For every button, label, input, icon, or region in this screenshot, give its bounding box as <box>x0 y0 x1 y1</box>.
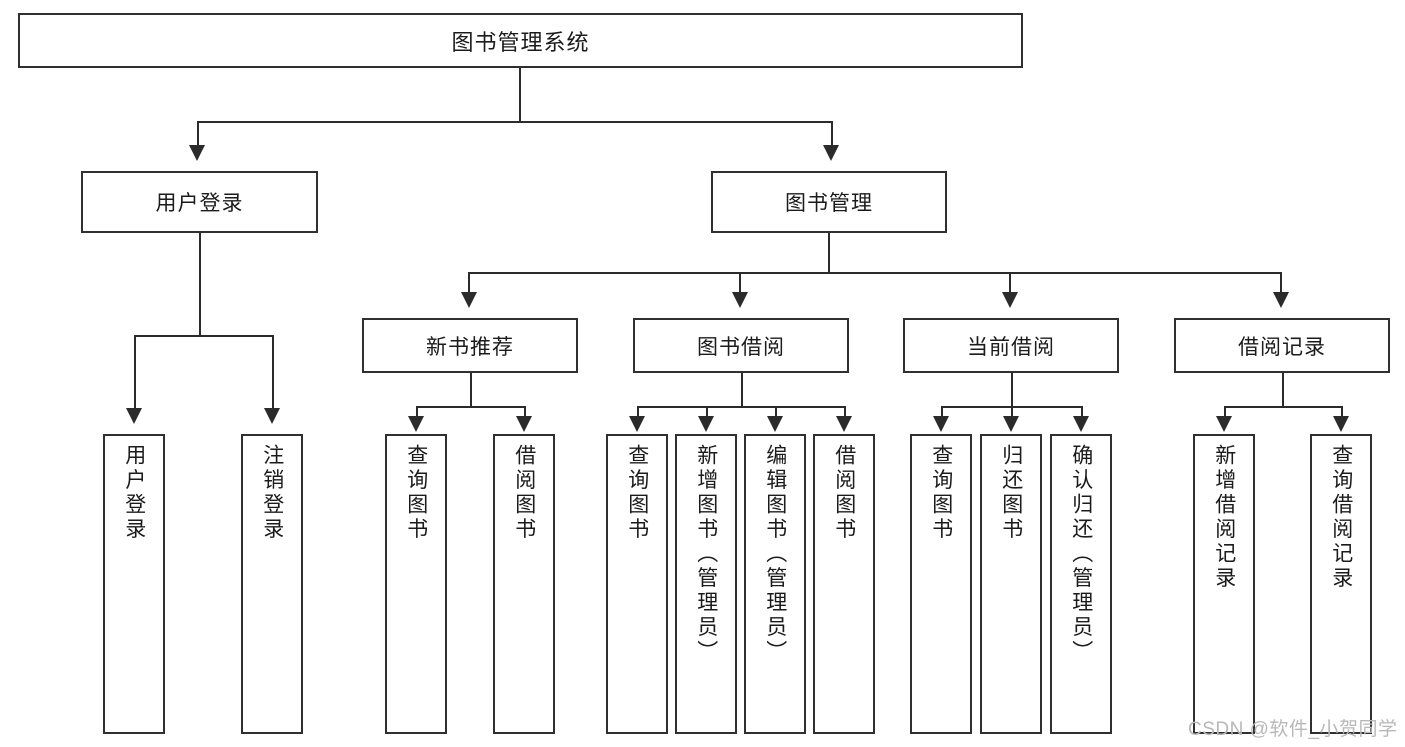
node-root-library-system[interactable]: 图书管理系统 <box>18 13 1023 68</box>
connector-book-borrow-drop-2 <box>706 406 708 418</box>
leaf-logout[interactable]: 注销登录 <box>241 434 303 734</box>
leaf-label: 用户登录 <box>122 444 146 542</box>
leaf-query-book-borrow[interactable]: 查询图书 <box>606 434 668 734</box>
connector-level2-left-drop <box>197 121 199 147</box>
leaf-label: 借阅图书 <box>832 444 856 542</box>
connector-new-book-bus-right <box>524 406 526 418</box>
node-borrow-records[interactable]: 借阅记录 <box>1174 318 1390 373</box>
connector-level3-drop-3 <box>1009 272 1011 294</box>
connector-book-management-stem <box>828 233 830 272</box>
connector-user-login-bus-right <box>272 335 274 410</box>
leaf-label: 注销登录 <box>260 444 284 542</box>
connector-new-book-bus <box>416 406 524 408</box>
connector-level3-bus <box>468 272 1280 274</box>
connector-book-borrow-stem <box>741 373 743 406</box>
node-user-login[interactable]: 用户登录 <box>81 171 318 233</box>
connector-level2-right-drop <box>831 121 833 147</box>
arrow-to-leaf-query-book-1 <box>408 416 424 432</box>
connector-borrow-records-stem <box>1282 373 1284 406</box>
node-label: 图书管理系统 <box>451 29 590 55</box>
leaf-add-book-admin[interactable]: 新增图书（管理员） <box>675 434 737 734</box>
node-book-borrow[interactable]: 图书借阅 <box>633 318 849 373</box>
arrow-to-leaf-query-book-3 <box>933 416 949 432</box>
arrow-to-leaf-add-record <box>1216 416 1232 432</box>
arrow-to-leaf-borrow-book-2 <box>836 416 852 432</box>
leaf-label: 新增图书（管理员） <box>694 444 718 665</box>
node-label: 当前借阅 <box>967 335 1055 359</box>
arrow-to-new-book-recommend <box>461 292 477 308</box>
node-book-management[interactable]: 图书管理 <box>711 171 947 233</box>
leaf-label: 确认归还（管理员） <box>1069 444 1093 665</box>
arrow-to-leaf-query-book-2 <box>629 416 645 432</box>
connector-borrow-records-bus-left <box>1224 406 1226 418</box>
leaf-label: 借阅图书 <box>512 444 536 542</box>
node-label: 用户登录 <box>155 192 244 215</box>
node-current-borrow[interactable]: 当前借阅 <box>903 318 1119 373</box>
leaf-return-book[interactable]: 归还图书 <box>980 434 1042 734</box>
leaf-borrow-book[interactable]: 借阅图书 <box>813 434 875 734</box>
connector-book-borrow-bus <box>637 406 845 408</box>
leaf-label: 归还图书 <box>999 444 1023 542</box>
arrow-to-book-borrow <box>732 292 748 308</box>
node-new-book-recommend[interactable]: 新书推荐 <box>362 318 578 373</box>
connector-borrow-records-bus <box>1224 406 1341 408</box>
connector-level2-bus <box>197 121 831 123</box>
arrow-to-book-management <box>823 145 839 161</box>
leaf-label: 查询图书 <box>929 444 953 542</box>
leaf-label: 查询图书 <box>625 444 649 542</box>
connector-current-borrow-stem <box>1011 373 1013 406</box>
node-label: 新书推荐 <box>426 335 514 359</box>
connector-current-borrow-drop-1 <box>941 406 943 418</box>
connector-book-borrow-drop-4 <box>844 406 846 418</box>
connector-current-borrow-drop-2 <box>1011 406 1013 418</box>
connector-current-borrow-drop-3 <box>1081 406 1083 418</box>
arrow-to-leaf-query-record <box>1333 416 1349 432</box>
watermark-label: CSDN @软件_小贺同学 <box>1188 719 1398 740</box>
arrow-to-leaf-user-login <box>126 408 142 424</box>
leaf-confirm-return-admin[interactable]: 确认归还（管理员） <box>1050 434 1112 734</box>
leaf-borrow-book-recommend[interactable]: 借阅图书 <box>493 434 555 734</box>
connector-level3-drop-2 <box>739 272 741 294</box>
leaf-label: 新增借阅记录 <box>1212 444 1236 591</box>
connector-book-borrow-drop-3 <box>775 406 777 418</box>
leaf-query-book-recommend[interactable]: 查询图书 <box>385 434 447 734</box>
node-label: 图书借阅 <box>697 335 785 359</box>
leaf-label: 编辑图书（管理员） <box>763 444 787 665</box>
arrow-to-leaf-add-book <box>698 416 714 432</box>
leaf-label: 查询借阅记录 <box>1329 444 1353 591</box>
arrow-to-leaf-return-book <box>1003 416 1019 432</box>
leaf-user-login[interactable]: 用户登录 <box>103 434 165 734</box>
arrow-to-current-borrow <box>1002 292 1018 308</box>
leaf-query-borrow-record[interactable]: 查询借阅记录 <box>1310 434 1372 734</box>
connector-book-borrow-drop-1 <box>637 406 639 418</box>
arrow-to-leaf-logout <box>264 408 280 424</box>
connector-root-stem <box>519 68 521 121</box>
node-label: 借阅记录 <box>1238 335 1326 359</box>
connector-new-book-stem <box>470 373 472 406</box>
arrow-to-user-login <box>189 145 205 161</box>
connector-borrow-records-bus-right <box>1341 406 1343 418</box>
connector-user-login-stem <box>199 233 201 335</box>
connector-user-login-bus-left <box>134 335 136 410</box>
connector-level3-drop-1 <box>468 272 470 294</box>
connector-new-book-bus-left <box>416 406 418 418</box>
arrow-to-leaf-edit-book <box>767 416 783 432</box>
connector-user-login-bus <box>134 335 273 337</box>
leaf-add-borrow-record[interactable]: 新增借阅记录 <box>1193 434 1255 734</box>
arrow-to-borrow-records <box>1273 292 1289 308</box>
leaf-edit-book-admin[interactable]: 编辑图书（管理员） <box>744 434 806 734</box>
arrow-to-leaf-borrow-book-1 <box>516 416 532 432</box>
node-label: 图书管理 <box>785 192 873 215</box>
arrow-to-leaf-confirm-return <box>1073 416 1089 432</box>
leaf-query-book-current[interactable]: 查询图书 <box>910 434 972 734</box>
connector-level3-drop-4 <box>1280 272 1282 294</box>
leaf-label: 查询图书 <box>404 444 428 542</box>
